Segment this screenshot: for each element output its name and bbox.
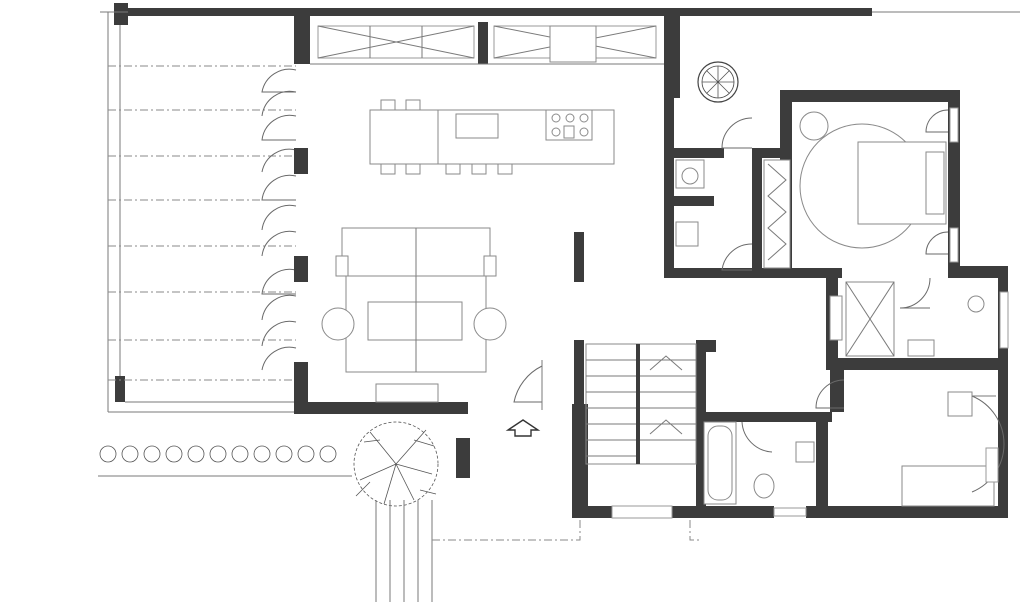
entry-arrow-icon xyxy=(505,419,541,437)
walkway xyxy=(375,500,433,602)
side-table xyxy=(321,307,355,341)
tree-icon xyxy=(353,421,439,507)
wardrobe xyxy=(763,159,791,269)
pergola-beams xyxy=(108,65,296,381)
master-bedroom xyxy=(799,107,959,263)
staircase xyxy=(585,343,697,519)
kitchen-island xyxy=(369,99,615,175)
north-wall xyxy=(128,8,872,16)
family-bathroom xyxy=(703,421,815,517)
bed xyxy=(901,465,995,507)
folding-doors[interactable] xyxy=(261,68,297,371)
site-boundary xyxy=(432,520,581,541)
round-planter-icon xyxy=(697,61,739,103)
entry-door[interactable] xyxy=(513,365,543,403)
coffee-table xyxy=(367,301,463,341)
master-bathroom xyxy=(829,277,1009,357)
side-table xyxy=(473,307,507,341)
tv-console xyxy=(375,383,439,403)
column xyxy=(574,232,584,282)
shrub-hedge-icon xyxy=(98,445,352,477)
powder-room xyxy=(675,117,753,271)
kitchen-cabinets xyxy=(310,25,664,65)
entry xyxy=(505,360,543,437)
sink-icon xyxy=(455,113,499,139)
covered-terrace xyxy=(107,3,300,413)
oven xyxy=(549,25,597,63)
second-bedroom xyxy=(815,379,1005,507)
living-furniture xyxy=(321,227,584,403)
site-boundary xyxy=(689,520,702,541)
